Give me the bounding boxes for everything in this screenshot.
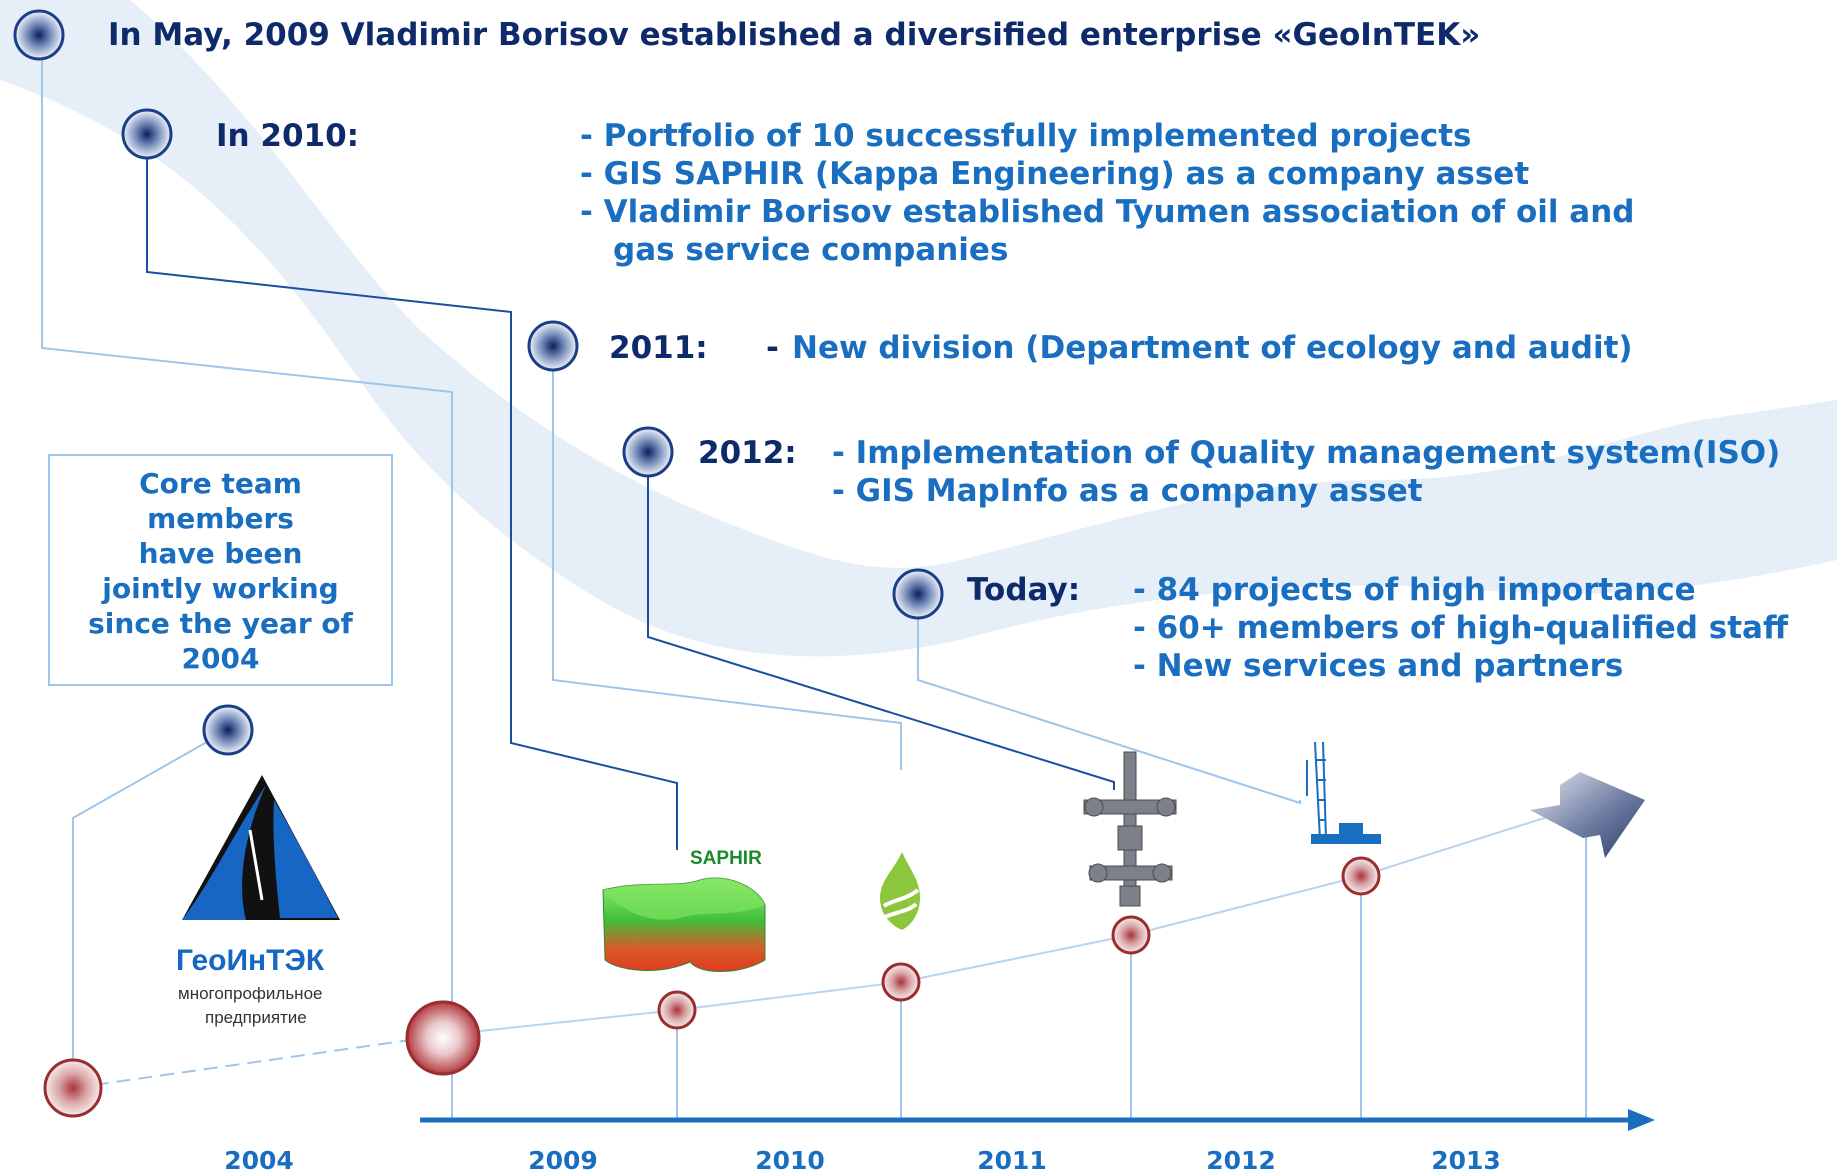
connector-2009	[41, 33, 453, 1118]
green-drop-icon	[880, 852, 920, 930]
drilling-rig-icon	[1306, 741, 1381, 844]
item-today-2: - 60+ members of high-qualified staff	[1133, 610, 1789, 646]
item-today-3: - New services and partners	[1133, 648, 1624, 684]
year-label: 2004	[224, 1146, 294, 1175]
timeline-arrowhead	[1628, 1109, 1655, 1131]
node-blue-icon	[892, 568, 944, 620]
logo-line-2: предприятие	[205, 1008, 307, 1027]
dash-2011: -	[766, 330, 779, 366]
red-nodes	[43, 856, 1381, 1118]
logo-line-1: многопрофильное	[178, 984, 323, 1003]
core-team-line: Core team	[139, 467, 302, 500]
label-2012: 2012:	[698, 435, 797, 471]
core-team-line: 2004	[181, 642, 260, 675]
connector-2010	[146, 134, 678, 850]
core-team-text: Core team members have been jointly work…	[48, 466, 393, 676]
node-red-icon	[405, 1000, 481, 1076]
item-today-1: - 84 projects of high importance	[1133, 572, 1696, 608]
label-2010: In 2010:	[216, 118, 360, 154]
item-2010-1: - Portfolio of 10 successfully implement…	[580, 118, 1472, 154]
node-red-icon	[1111, 915, 1151, 955]
label-today: Today:	[967, 572, 1081, 608]
logo-mark-icon	[182, 775, 340, 920]
wellhead-icon	[1083, 751, 1177, 907]
node-red-icon	[657, 990, 697, 1030]
node-red-icon	[43, 1058, 103, 1118]
core-team-box	[48, 454, 393, 686]
node-red-icon	[881, 962, 921, 1002]
item-2010-2: - GIS SAPHIR (Kappa Engineering) as a co…	[580, 156, 1530, 192]
year-label: 2012	[1206, 1146, 1276, 1175]
node-blue-icon	[13, 9, 65, 61]
connector-today	[917, 594, 1301, 805]
item-2010-3: - Vladimir Borisov established Tyumen as…	[580, 194, 1635, 230]
year-label: 2010	[755, 1146, 825, 1175]
saphir-3d-model-icon	[602, 877, 766, 972]
arrow-icon	[1530, 772, 1645, 858]
node-red-icon	[1341, 856, 1381, 896]
node-blue-icon	[527, 320, 579, 372]
core-team-line: since the year of	[88, 607, 353, 640]
item-2012-1: - Implementation of Quality management s…	[832, 435, 1781, 471]
logo-name: ГеоИнТЭК	[176, 944, 325, 977]
blue-nodes	[13, 9, 944, 756]
item-2010-4: gas service companies	[613, 232, 1009, 268]
node-blue-icon	[121, 108, 173, 160]
trend-line	[442, 812, 1561, 1036]
trend-line-dashed	[72, 1039, 411, 1089]
connector-2011	[552, 346, 902, 770]
core-team-line: jointly working	[102, 572, 339, 605]
connector-2012	[647, 452, 1115, 790]
item-2011-1: New division (Department of ecology and …	[792, 330, 1633, 366]
saphir-label: SAPHIR	[690, 848, 762, 869]
node-blue-icon	[202, 704, 254, 756]
label-2011: 2011:	[609, 330, 708, 366]
node-blue-icon	[622, 426, 674, 478]
year-label: 2013	[1431, 1146, 1501, 1175]
year-label: 2011	[977, 1146, 1047, 1175]
year-label: 2009	[528, 1146, 598, 1175]
connector-2004	[72, 729, 229, 1088]
background-band	[0, 0, 1837, 657]
item-2012-2: - GIS MapInfo as a company asset	[832, 473, 1423, 509]
title: In May, 2009 Vladimir Borisov establishe…	[108, 17, 1481, 53]
core-team-line: have been	[138, 537, 303, 570]
core-team-line: members	[147, 502, 294, 535]
